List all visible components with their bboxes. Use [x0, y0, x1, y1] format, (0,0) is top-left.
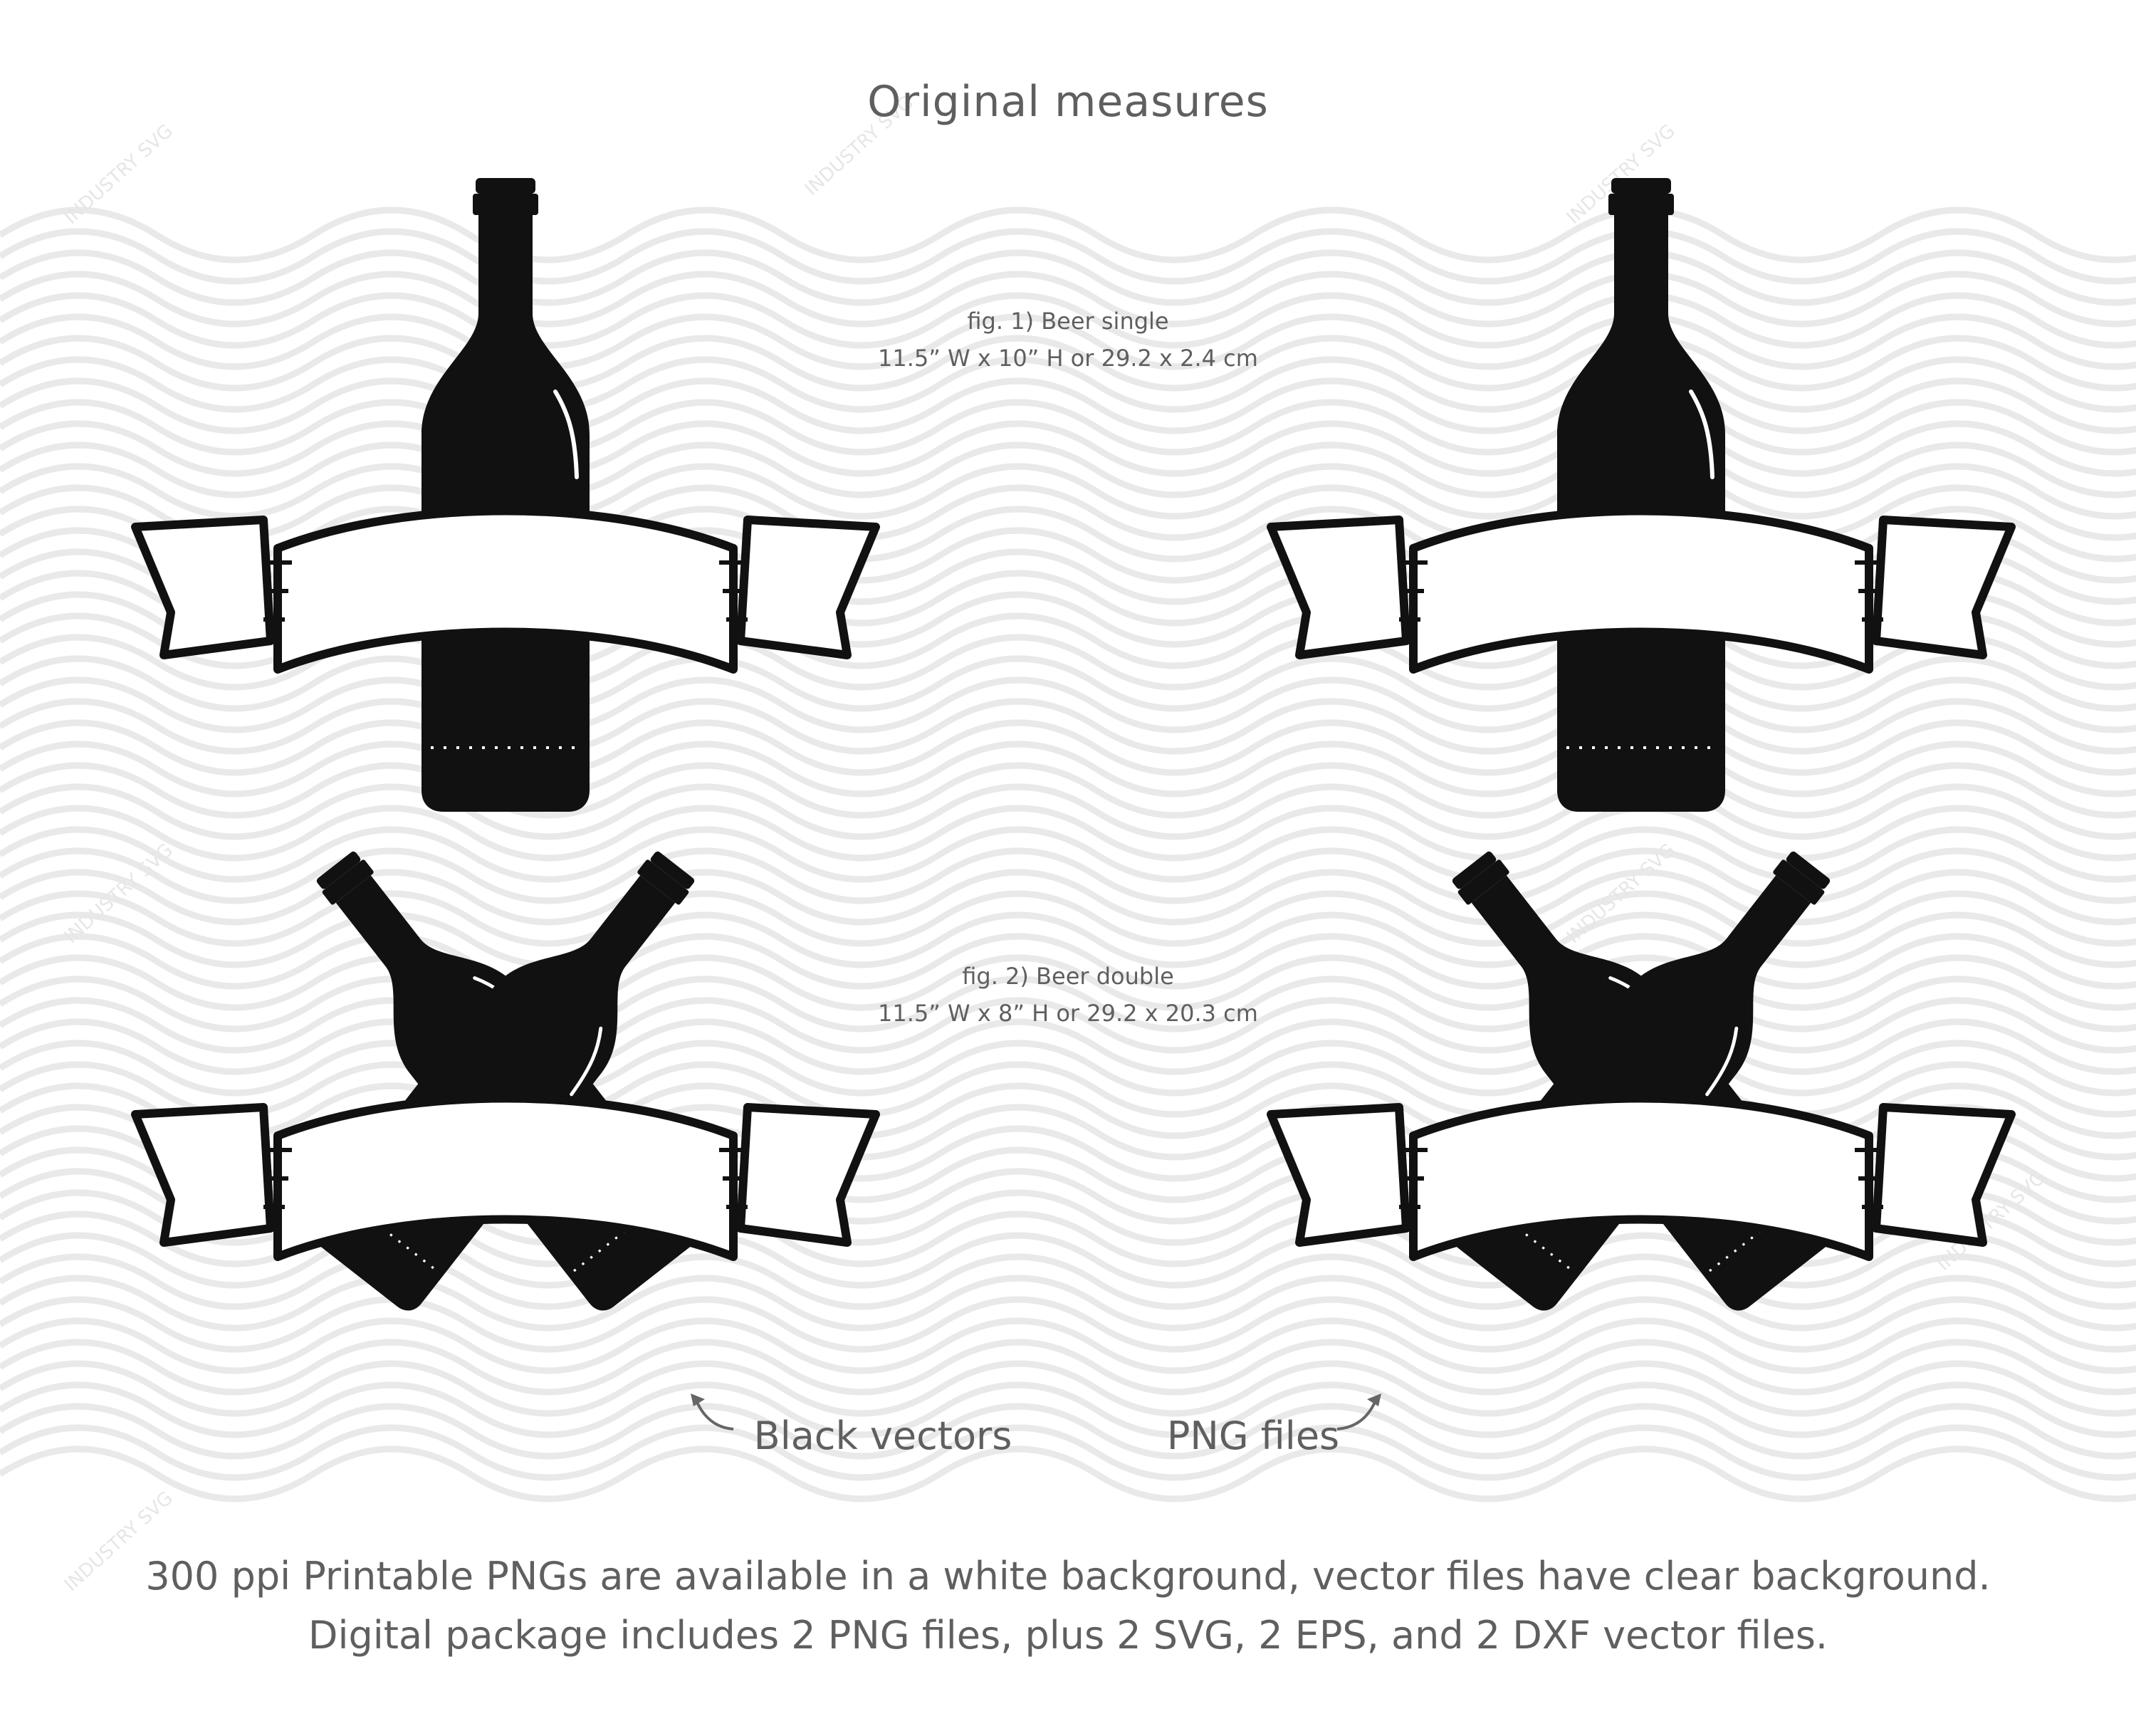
- wave-line: [0, 741, 2136, 798]
- wave-line: [0, 335, 2136, 392]
- wave-line: [0, 292, 2136, 349]
- wave-line: [0, 1424, 2136, 1481]
- wave-line: [0, 762, 2136, 819]
- wave-line: [0, 1445, 2136, 1502]
- wave-line: [0, 271, 2136, 328]
- wave-line: [0, 399, 2136, 456]
- wave-line: [0, 249, 2136, 306]
- wave-line: [0, 1275, 2136, 1332]
- wave-line: [0, 420, 2136, 477]
- png-files-callout: PNG files: [1166, 1413, 1340, 1458]
- wave-line: [0, 1403, 2136, 1460]
- wave-line: [0, 933, 2136, 990]
- wave-line: [0, 1018, 2136, 1075]
- single-bottle-banner-png: [1257, 171, 2026, 847]
- black-vectors-callout: Black vectors: [753, 1413, 1012, 1458]
- wave-line: [0, 1381, 2136, 1438]
- wave-line: [0, 463, 2136, 520]
- page-title: Original measures: [867, 77, 1269, 127]
- figure-2-caption: fig. 2) Beer double 11.5” W x 8” H or 29…: [819, 958, 1317, 1032]
- wave-line: [0, 847, 2136, 904]
- wave-line: [0, 441, 2136, 498]
- figure-1-label: fig. 1) Beer single: [967, 308, 1169, 335]
- wave-line: [0, 1061, 2136, 1118]
- arrow-icon: [691, 1393, 734, 1431]
- wave-line: [0, 698, 2136, 755]
- wave-line: [0, 676, 2136, 733]
- double-bottle-banner-png: [1257, 851, 2026, 1421]
- figure-2-size: 11.5” W x 8” H or 29.2 x 20.3 cm: [878, 1000, 1258, 1027]
- footer-line-1: 300 ppi Printable PNGs are available in …: [145, 1554, 1991, 1599]
- wave-line: [0, 997, 2136, 1054]
- wave-line: [0, 805, 2136, 862]
- arrow-icon: [1336, 1393, 1381, 1431]
- figure-1-caption: fig. 1) Beer single 11.5” W x 10” H or 2…: [819, 303, 1317, 377]
- wave-line: [0, 1317, 2136, 1374]
- double-bottle-banner-vector: [121, 851, 890, 1421]
- wave-line: [0, 1360, 2136, 1417]
- footer-line-2: Digital package includes 2 PNG files, pl…: [308, 1613, 1828, 1658]
- wave-line: [0, 313, 2136, 370]
- wave-line: [0, 1296, 2136, 1353]
- wave-line: [0, 228, 2136, 285]
- figure-2-label: fig. 2) Beer double: [962, 963, 1174, 990]
- wave-line: [0, 356, 2136, 413]
- wave-line: [0, 655, 2136, 712]
- wave-line: [0, 1339, 2136, 1396]
- wave-line: [0, 826, 2136, 883]
- wave-line: [0, 976, 2136, 1032]
- wave-line: [0, 206, 2136, 263]
- wave-line: [0, 377, 2136, 434]
- wave-line: [0, 954, 2136, 1011]
- figure-1-size: 11.5” W x 10” H or 29.2 x 2.4 cm: [878, 345, 1258, 372]
- wave-line: [0, 1040, 2136, 1097]
- single-bottle-banner-vector: [121, 171, 890, 847]
- wave-line: [0, 783, 2136, 840]
- wave-line: [0, 719, 2136, 776]
